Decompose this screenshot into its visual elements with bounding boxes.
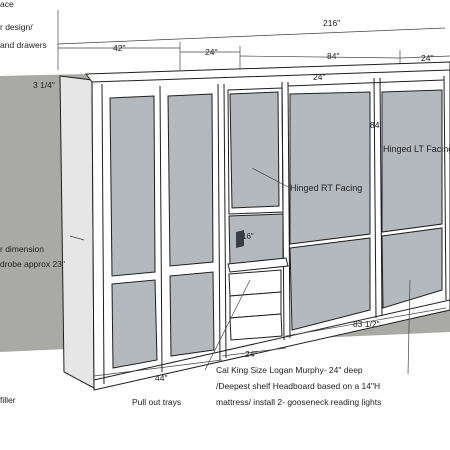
dim-83-5: 83 1/2": [353, 319, 380, 329]
murphy-right-panel-bottom: [381, 227, 443, 309]
callout-murphy-line-1: Cal King Size Logan Murphy- 24" deep: [216, 365, 363, 375]
dim-84: 84": [327, 51, 339, 61]
panel-l2-bottom: [169, 271, 215, 357]
panel-l2-top: [167, 93, 214, 267]
dim-42: 42": [113, 43, 125, 53]
murphy-top-rail: [287, 79, 445, 87]
panel-l1-bottom: [111, 279, 158, 369]
note-top-3: and drawers: [0, 40, 47, 50]
callout-murphy-line-2: /Deepest shelf Headboard based on a 14"H: [216, 381, 380, 391]
callout-hinged-rt: Hinged RT Facing: [290, 183, 362, 193]
cabinet-top-trim: [85, 61, 450, 83]
murphy-right-panel-top: [381, 89, 443, 233]
dim-24a: 24": [205, 47, 217, 57]
labels: ace r design/ and drawers 216" 42" 24" 8…: [0, 0, 450, 407]
dim-44: 44": [155, 373, 167, 383]
dim-3-25: 3 1/4": [33, 80, 55, 90]
hutch-shelf-lamp: [236, 230, 244, 248]
callout-hinged-lt: Hinged LT Facing: [383, 144, 450, 154]
hutch-upper-door: [229, 91, 280, 209]
murphy-left-panel-top: [289, 91, 371, 245]
hutch-drawer-1: [228, 269, 282, 297]
dim-16: 16": [242, 232, 254, 241]
dim-24b: 24": [421, 53, 433, 63]
hutch-upper-door-frame: [227, 87, 284, 215]
dim-24-bottom: 24": [245, 349, 257, 359]
leader-lines: [69, 167, 411, 375]
floor-dimensions: [93, 307, 447, 377]
panel-l1-top: [109, 95, 156, 277]
dim-overall: 216": [323, 18, 340, 28]
left-wardrobe-panels: [109, 93, 215, 369]
callout-murphy-line-3: mattress/ install 2- gooseneck reading l…: [216, 397, 381, 407]
cabinet-left-side: [59, 75, 95, 389]
cabinet-base-trim: [93, 299, 450, 391]
note-left-2: drobe approx 23": [0, 259, 65, 269]
dim-84-inner: 84": [370, 120, 382, 130]
note-filler: filler: [0, 395, 16, 405]
note-left-1: r dimension: [0, 244, 44, 254]
hutch-drawer-3: [229, 313, 283, 341]
hutch-pull-tray: [227, 257, 289, 273]
note-top-1: ace: [0, 0, 14, 9]
murphy-left-panel-bottom: [289, 237, 371, 331]
top-dimensions: [57, 10, 450, 70]
note-top-2: r design/: [0, 22, 33, 32]
center-hutch: [227, 87, 289, 341]
callout-pull-out-trays: Pull out trays: [132, 397, 181, 407]
dim-24-inner: 24": [313, 72, 325, 82]
murphy-bed-section: [287, 79, 445, 331]
